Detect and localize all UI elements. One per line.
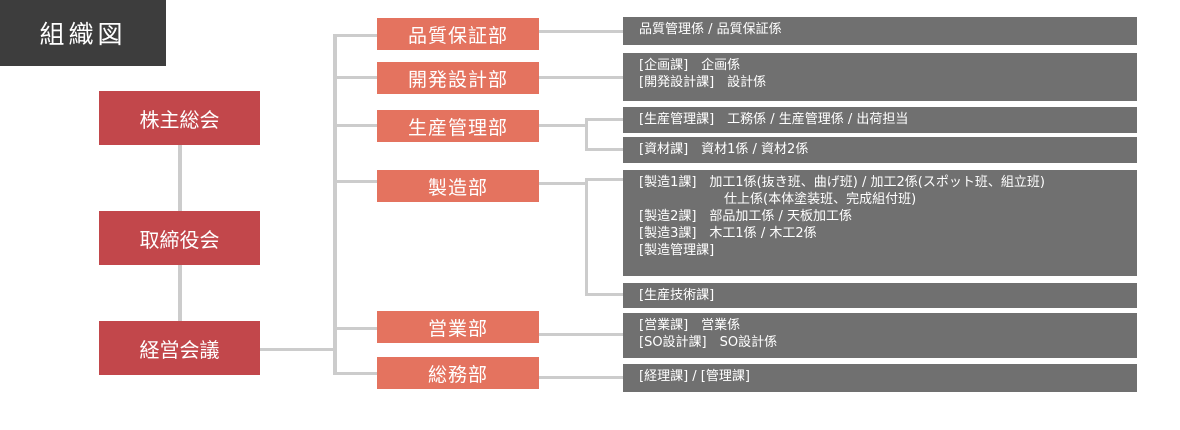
connector-detail-quality [539, 30, 623, 33]
connector-mfg-bottom [585, 293, 623, 296]
connector-dept-sales [333, 327, 377, 330]
detail-sales: [営業課] 営業係 [SO設計課] SO設計係 [623, 313, 1137, 358]
connector-detail-dev [539, 76, 623, 79]
dept-production-control: 生産管理部 [377, 110, 539, 142]
connector-dept-general [333, 372, 377, 375]
connector-prodctl-out [539, 124, 587, 127]
connector-prodctl-branch [585, 118, 588, 151]
connector-management-trunk [260, 348, 336, 351]
connector-prodctl-top [585, 118, 623, 121]
shareholders-meeting-box: 株主総会 [99, 91, 260, 145]
connector-dept-mfg [333, 180, 377, 183]
dept-general-affairs: 総務部 [377, 357, 539, 389]
detail-line: [製造2課] 部品加工係 / 天板加工係 [639, 209, 853, 224]
detail-development-design: [企画課] 企画係 [開発設計課] 設計係 [623, 53, 1137, 101]
detail-production-control-section: [生産管理課] 工務係 / 生産管理係 / 出荷担当 [623, 107, 1137, 133]
connector-dept-quality [333, 34, 377, 37]
dept-sales: 営業部 [377, 311, 539, 343]
detail-line: [資材課] 資材1係 / 資材2係 [639, 142, 809, 157]
detail-general-affairs: [経理課] / [管理課] [623, 364, 1137, 392]
connector-mfg-top [585, 178, 623, 181]
dept-quality-assurance: 品質保証部 [377, 18, 539, 50]
detail-materials-section: [資材課] 資材1係 / 資材2係 [623, 137, 1137, 163]
detail-manufacturing-sections: [製造1課] 加工1係(抜き班、曲げ班) / 加工2係(スポット班、組立班) 仕… [623, 170, 1137, 276]
detail-line: [開発設計課] 設計係 [639, 75, 767, 90]
detail-production-engineering-section: [生産技術課] [623, 283, 1137, 308]
detail-line: [製造3課] 木工1係 / 木工2係 [639, 226, 817, 241]
detail-line: [生産技術課] [639, 288, 715, 303]
connector-dept-dev [333, 76, 377, 79]
board-of-directors-box: 取締役会 [99, 211, 260, 265]
connector-dept-prodctl [333, 124, 377, 127]
detail-line: 品質管理係 / 品質保証係 [639, 22, 782, 37]
connector-mfg-out [539, 182, 587, 185]
detail-line: [生産管理課] 工務係 / 生産管理係 / 出荷担当 [639, 112, 909, 127]
detail-line: [製造1課] 加工1係(抜き班、曲げ班) / 加工2係(スポット班、組立班) [639, 175, 1045, 190]
detail-line: [経理課] / [管理課] [639, 369, 750, 384]
page-title: 組織図 [0, 0, 166, 66]
detail-line: [SO設計課] SO設計係 [639, 335, 778, 350]
management-meeting-box: 経営会議 [99, 321, 260, 375]
connector-detail-sales [539, 333, 623, 336]
detail-line: [営業課] 営業係 [639, 318, 741, 333]
detail-line: [製造管理課] [639, 243, 715, 258]
detail-line: [企画課] 企画係 [639, 58, 741, 73]
connector-mfg-branch [585, 178, 588, 296]
dept-manufacturing: 製造部 [377, 170, 539, 202]
detail-quality-assurance: 品質管理係 / 品質保証係 [623, 17, 1137, 45]
detail-line: 仕上係(本体塗装班、完成組付班) [724, 192, 917, 207]
dept-development-design: 開発設計部 [377, 62, 539, 94]
connector-prodctl-bottom [585, 148, 623, 151]
connector-department-spine [333, 34, 337, 374]
connector-detail-general [539, 376, 623, 379]
